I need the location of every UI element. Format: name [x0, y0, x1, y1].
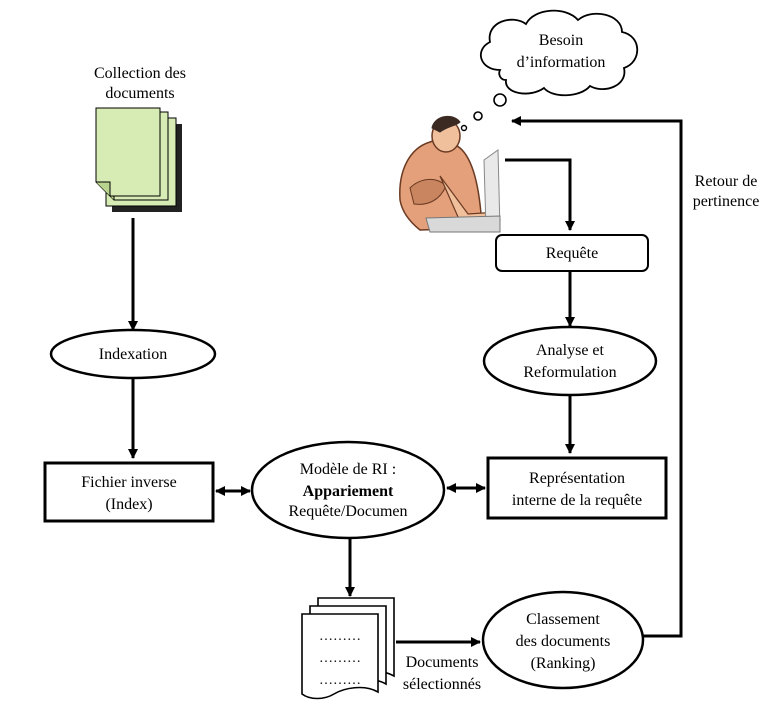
retour-label-line2: pertinence — [693, 193, 760, 210]
indexation-label: Indexation — [99, 346, 167, 363]
requete-label: Requête — [546, 245, 598, 262]
user-at-computer-illustration — [399, 115, 501, 233]
modele-label-line2: Appariement — [303, 483, 394, 500]
arrow-feedback-loop — [511, 116, 683, 638]
selected-documents-icon — [301, 597, 395, 700]
document-stack-icon — [95, 107, 182, 212]
document-dots-3: ……… — [319, 673, 361, 688]
classement-label-line1: Classement — [526, 611, 600, 628]
modele-label-line3: Requête/Documen — [288, 503, 407, 520]
analyse-label-line1: Analyse et — [536, 342, 605, 359]
analyse-label-line2: Reformulation — [523, 364, 616, 381]
retour-label-line1: Retour de — [695, 173, 758, 190]
document-dots-2: ……… — [319, 651, 361, 666]
representation-node — [486, 456, 668, 520]
fichier-label-line1: Fichier inverse — [81, 474, 177, 491]
document-dots-1: ……… — [319, 629, 361, 644]
collection-label-line2: documents — [105, 85, 174, 102]
besoin-label-line1: Besoin — [539, 32, 583, 49]
arrow-user-to-requete — [505, 158, 575, 231]
classement-label-line2: des documents — [516, 633, 611, 650]
representation-label-line2: interne de la requête — [512, 492, 642, 509]
requete-node — [495, 234, 649, 272]
fichier-inverse-node — [43, 461, 215, 523]
modele-ri-node — [250, 440, 446, 540]
modele-label-line1: Modèle de RI : — [300, 461, 396, 478]
besoin-label-line2: d’information — [517, 54, 606, 71]
representation-label-line1: Représentation — [529, 470, 625, 487]
thought-cloud — [460, 9, 639, 132]
classement-node — [481, 590, 645, 690]
analyse-node — [482, 325, 658, 397]
selected-label-line1: Documents — [406, 654, 479, 671]
collection-label-line1: Collection des — [94, 65, 186, 82]
fichier-label-line2: (Index) — [105, 496, 152, 513]
classement-label-line3: (Ranking) — [531, 655, 596, 672]
selected-label-line2: sélectionnés — [403, 676, 481, 693]
